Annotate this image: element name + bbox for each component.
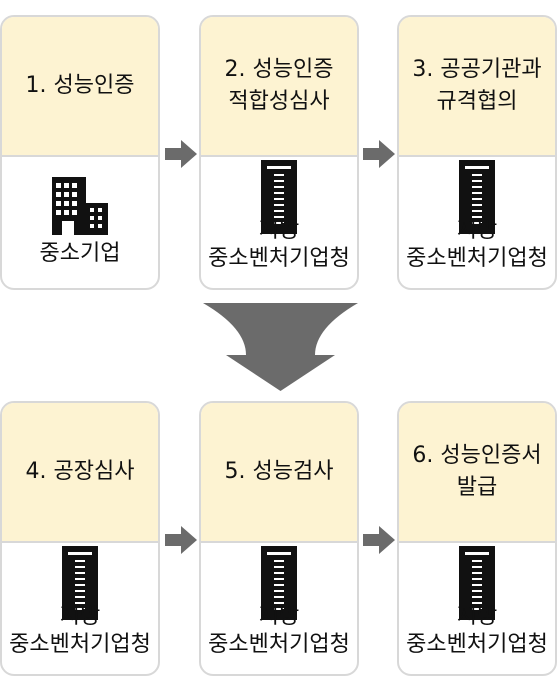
step-card-4: 4. 공장심사 지방 중소벤처기업청 — [0, 401, 160, 676]
step-header: 4. 공장심사 — [2, 403, 158, 543]
step-title: 1. 성능인증 — [25, 73, 135, 98]
step-organization: 지방 중소벤처기업청 — [9, 604, 151, 657]
government-tower-icon — [261, 160, 297, 234]
step-body: 지방 중소벤처기업청 — [201, 543, 357, 674]
step-body: 지방 중소벤처기업청 — [399, 157, 555, 288]
step-body: 지방 중소벤처기업청 — [2, 543, 158, 674]
step-card-3: 3. 공공기관과 규격협의 지방 중소벤처기업청 — [397, 15, 557, 290]
step-card-5: 5. 성능검사 지방 중소벤처기업청 — [199, 401, 359, 676]
step-organization: 지방 중소벤처기업청 — [406, 218, 548, 271]
step-title: 5. 성능검사 — [224, 459, 334, 484]
step-header: 6. 성능인증서 발급 — [399, 403, 555, 543]
company-building-icon — [52, 177, 108, 235]
right-arrow-icon — [363, 526, 395, 554]
government-tower-icon — [261, 546, 297, 620]
step-title: 3. 공공기관과 규격협의 — [412, 57, 542, 114]
step-organization: 지방 중소벤처기업청 — [406, 604, 548, 657]
right-arrow-icon — [363, 140, 395, 168]
right-arrow-icon — [165, 140, 197, 168]
step-body: 지방 중소벤처기업청 — [399, 543, 555, 674]
government-tower-icon — [459, 160, 495, 234]
step-organization: 지방 중소벤처기업청 — [208, 604, 350, 657]
step-card-2: 2. 성능인증 적합성심사 지방 중소벤처기업청 — [199, 15, 359, 290]
step-header: 2. 성능인증 적합성심사 — [201, 17, 357, 157]
down-arrow-icon — [203, 303, 358, 391]
right-arrow-icon — [165, 526, 197, 554]
step-header: 1. 성능인증 — [2, 17, 158, 157]
step-header: 3. 공공기관과 규격협의 — [399, 17, 555, 157]
step-organization: 중소기업 — [39, 241, 121, 266]
step-card-1: 1. 성능인증 중소기업 — [0, 15, 160, 290]
step-header: 5. 성능검사 — [201, 403, 357, 543]
step-card-6: 6. 성능인증서 발급 지방 중소벤처기업청 — [397, 401, 557, 676]
step-body: 지방 중소벤처기업청 — [201, 157, 357, 288]
step-body: 중소기업 — [2, 157, 158, 288]
government-tower-icon — [62, 546, 98, 620]
step-title: 2. 성능인증 적합성심사 — [224, 57, 334, 114]
government-tower-icon — [459, 546, 495, 620]
step-organization: 지방 중소벤처기업청 — [208, 218, 350, 271]
step-title: 6. 성능인증서 발급 — [412, 443, 542, 500]
step-title: 4. 공장심사 — [25, 459, 135, 484]
